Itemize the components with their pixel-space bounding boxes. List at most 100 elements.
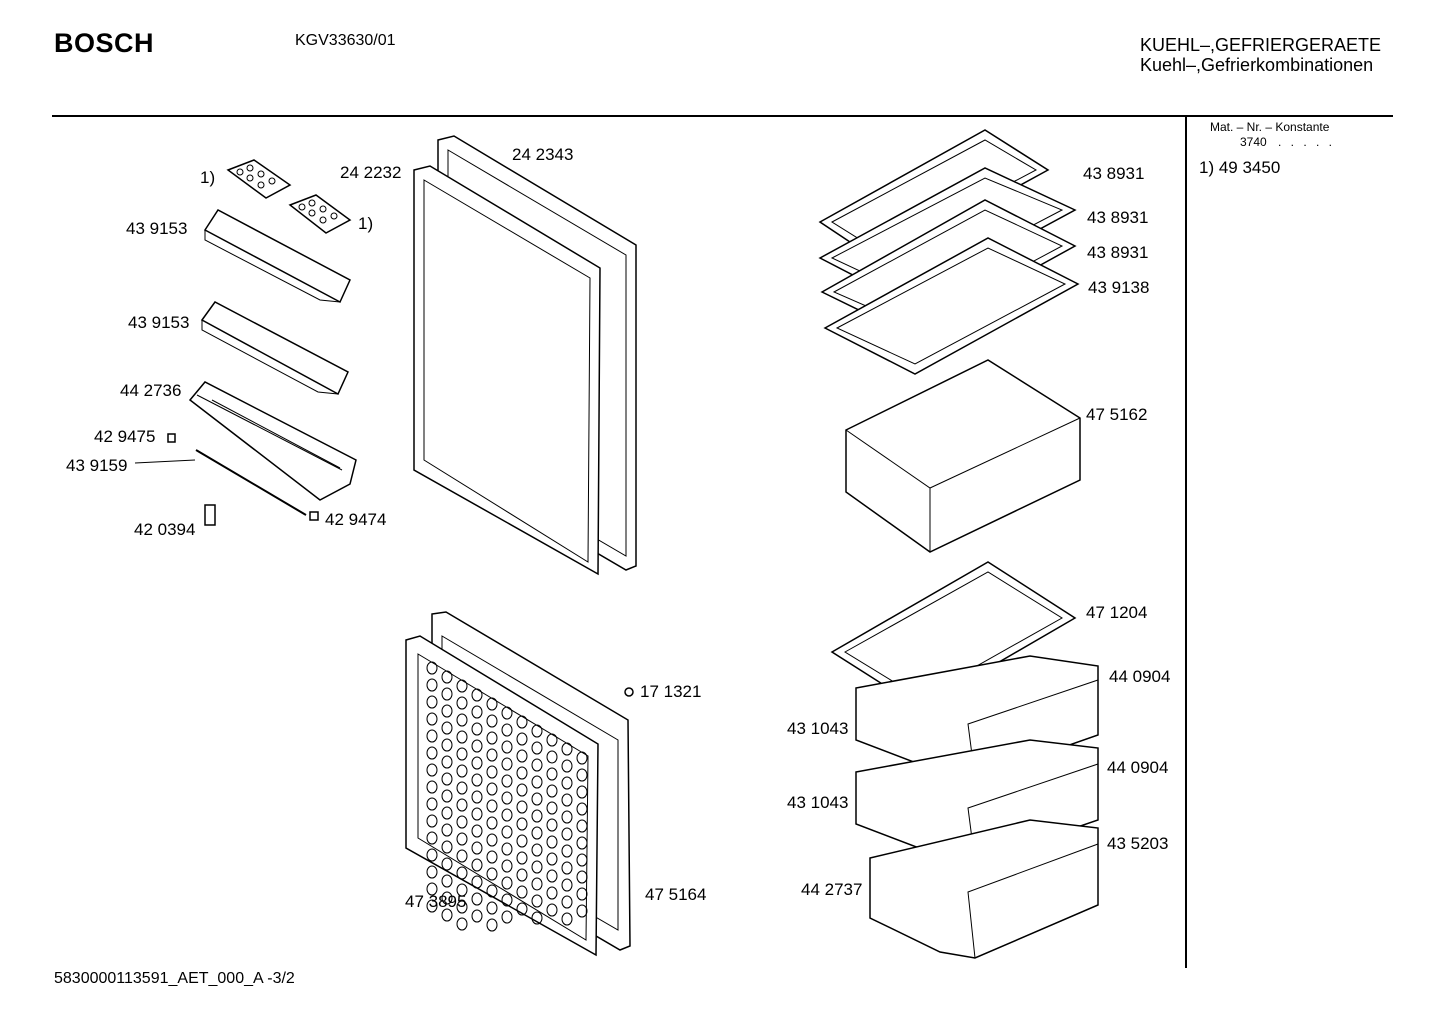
- pattern-cell: [501, 723, 513, 737]
- pattern-cell: [576, 853, 588, 867]
- pattern-cell: [471, 892, 483, 906]
- pattern-cell: [471, 773, 483, 787]
- pattern-cell: [546, 784, 558, 798]
- part-label: 43 9153: [128, 313, 190, 332]
- pattern-cell: [516, 800, 528, 814]
- pattern-cell: [561, 861, 573, 875]
- screw-part: [624, 687, 634, 697]
- pattern-cell: [531, 894, 543, 908]
- pattern-cell: [456, 917, 468, 931]
- pattern-cell: [546, 869, 558, 883]
- door-shelf-middle: [200, 301, 349, 396]
- part-label: 42 9475: [94, 427, 156, 446]
- part-label: 44 0904: [1107, 758, 1169, 777]
- freezer-drawer-3: [869, 819, 1099, 959]
- pattern-cell: [576, 836, 588, 850]
- part-label: 44 2736: [120, 381, 182, 400]
- pattern-cell: [501, 859, 513, 873]
- pattern-cell: [561, 895, 573, 909]
- pattern-cell: [486, 901, 498, 915]
- pattern-cell: [426, 797, 438, 811]
- pattern-cell: [531, 877, 543, 891]
- pattern-cell: [501, 706, 513, 720]
- pattern-cell: [516, 715, 528, 729]
- pattern-cell: [456, 747, 468, 761]
- pattern-cell: [456, 781, 468, 795]
- pattern-cell: [546, 733, 558, 747]
- pattern-cell: [516, 783, 528, 797]
- constant-value: 3740: [1240, 135, 1267, 149]
- pattern-cell: [441, 772, 453, 786]
- pattern-cell: [546, 886, 558, 900]
- pattern-cell: [441, 789, 453, 803]
- pattern-cell: [486, 884, 498, 898]
- pattern-cell: [531, 724, 543, 738]
- egg-tray-lower: [288, 194, 352, 234]
- freezer-door-pattern: [426, 661, 588, 932]
- part-label: 44 0904: [1109, 667, 1171, 686]
- pattern-cell: [426, 848, 438, 862]
- part-label: 43 9138: [1088, 278, 1150, 297]
- pattern-cell: [576, 870, 588, 884]
- document-code: 5830000113591_AET_000_A -3/2: [54, 970, 295, 987]
- pattern-cell: [486, 918, 498, 932]
- egg-tray-upper: [226, 159, 292, 199]
- part-label: 47 3895: [405, 892, 467, 911]
- pattern-cell: [456, 866, 468, 880]
- pattern-cell: [501, 876, 513, 890]
- part-label: 24 2232: [340, 163, 402, 182]
- pattern-cell: [426, 661, 438, 675]
- part-label: 42 9474: [325, 510, 387, 529]
- pattern-cell: [471, 739, 483, 753]
- pattern-cell: [471, 756, 483, 770]
- part-label: 47 1204: [1086, 603, 1148, 622]
- pattern-cell: [426, 899, 438, 913]
- category-subtitle: Kuehl–,Gefrierkombinationen: [1140, 55, 1374, 75]
- pattern-cell: [456, 849, 468, 863]
- pattern-cell: [441, 840, 453, 854]
- part-label: 43 5203: [1107, 834, 1169, 853]
- pattern-cell: [561, 827, 573, 841]
- pattern-cell: [486, 782, 498, 796]
- glass-shelf-4: [823, 237, 1080, 375]
- pattern-cell: [516, 851, 528, 865]
- pattern-cell: [576, 819, 588, 833]
- pattern-cell: [516, 749, 528, 763]
- pattern-cell: [441, 721, 453, 735]
- part-label: 43 8931: [1087, 243, 1149, 262]
- pattern-cell: [456, 679, 468, 693]
- pattern-cell: [531, 792, 543, 806]
- pattern-cell: [456, 730, 468, 744]
- pattern-cell: [576, 768, 588, 782]
- pattern-cell: [516, 817, 528, 831]
- pattern-cell: [546, 852, 558, 866]
- pattern-cell: [456, 883, 468, 897]
- pattern-cell: [501, 825, 513, 839]
- pattern-cell: [471, 688, 483, 702]
- pattern-cell: [426, 831, 438, 845]
- pattern-cell: [456, 832, 468, 846]
- pattern-cell: [426, 678, 438, 692]
- pattern-cell: [546, 818, 558, 832]
- pattern-cell: [531, 860, 543, 874]
- pattern-cell: [426, 780, 438, 794]
- pattern-cell: [561, 742, 573, 756]
- part-label: 42 0394: [134, 520, 196, 539]
- pattern-cell: [561, 912, 573, 926]
- pattern-cell: [516, 732, 528, 746]
- part-label: 47 5162: [1086, 405, 1148, 424]
- pattern-cell: [561, 776, 573, 790]
- pattern-cell: [561, 810, 573, 824]
- pattern-cell: [501, 774, 513, 788]
- pattern-cell: [546, 903, 558, 917]
- pattern-cell: [471, 722, 483, 736]
- part-label: 1): [200, 168, 216, 187]
- pattern-cell: [471, 909, 483, 923]
- pattern-cell: [576, 802, 588, 816]
- pattern-cell: [531, 758, 543, 772]
- bracket-part: [204, 504, 216, 526]
- pattern-cell: [456, 815, 468, 829]
- pattern-cell: [576, 785, 588, 799]
- constant-dots: . . . . .: [1278, 135, 1336, 149]
- pattern-cell: [486, 867, 498, 881]
